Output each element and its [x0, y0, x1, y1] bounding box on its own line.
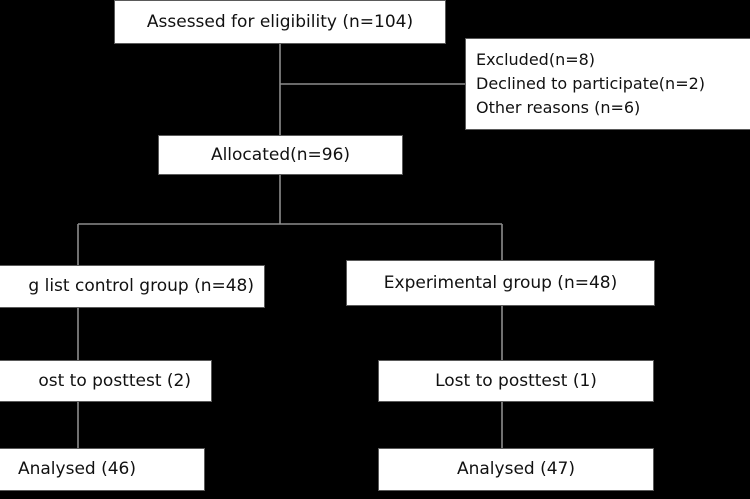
allocated-label: Allocated(n=96)	[210, 144, 351, 165]
experimental-group-label: Experimental group (n=48)	[383, 272, 618, 293]
control-analysed-label: Analysed (46)	[17, 459, 136, 479]
allocated-box: Allocated(n=96)	[158, 135, 403, 175]
experimental-lost-label: Lost to posttest (1)	[435, 370, 597, 391]
eligibility-label: Assessed for eligibility (n=104)	[146, 11, 414, 32]
excluded-label: Excluded(n=8)	[476, 50, 596, 69]
experimental-lost-box: Lost to posttest (1)	[378, 360, 654, 402]
experimental-analysed-label: Analysed (47)	[456, 459, 575, 479]
eligibility-box: Assessed for eligibility (n=104)	[114, 0, 446, 44]
other-reasons-label: Other reasons (n=6)	[476, 98, 641, 117]
excluded-box: Excluded(n=8) Declined to participate(n=…	[465, 38, 750, 130]
declined-label: Declined to participate(n=2)	[476, 74, 706, 93]
control-analysed-box: Analysed (46)	[0, 448, 205, 491]
experimental-analysed-box: Analysed (47)	[378, 448, 654, 491]
experimental-group-box: Experimental group (n=48)	[346, 260, 655, 306]
control-lost-label: ost to posttest (2)	[38, 370, 191, 391]
control-lost-box: ost to posttest (2)	[0, 360, 212, 402]
control-group-box: g list control group (n=48)	[0, 265, 265, 308]
control-group-label: g list control group (n=48)	[28, 276, 254, 296]
